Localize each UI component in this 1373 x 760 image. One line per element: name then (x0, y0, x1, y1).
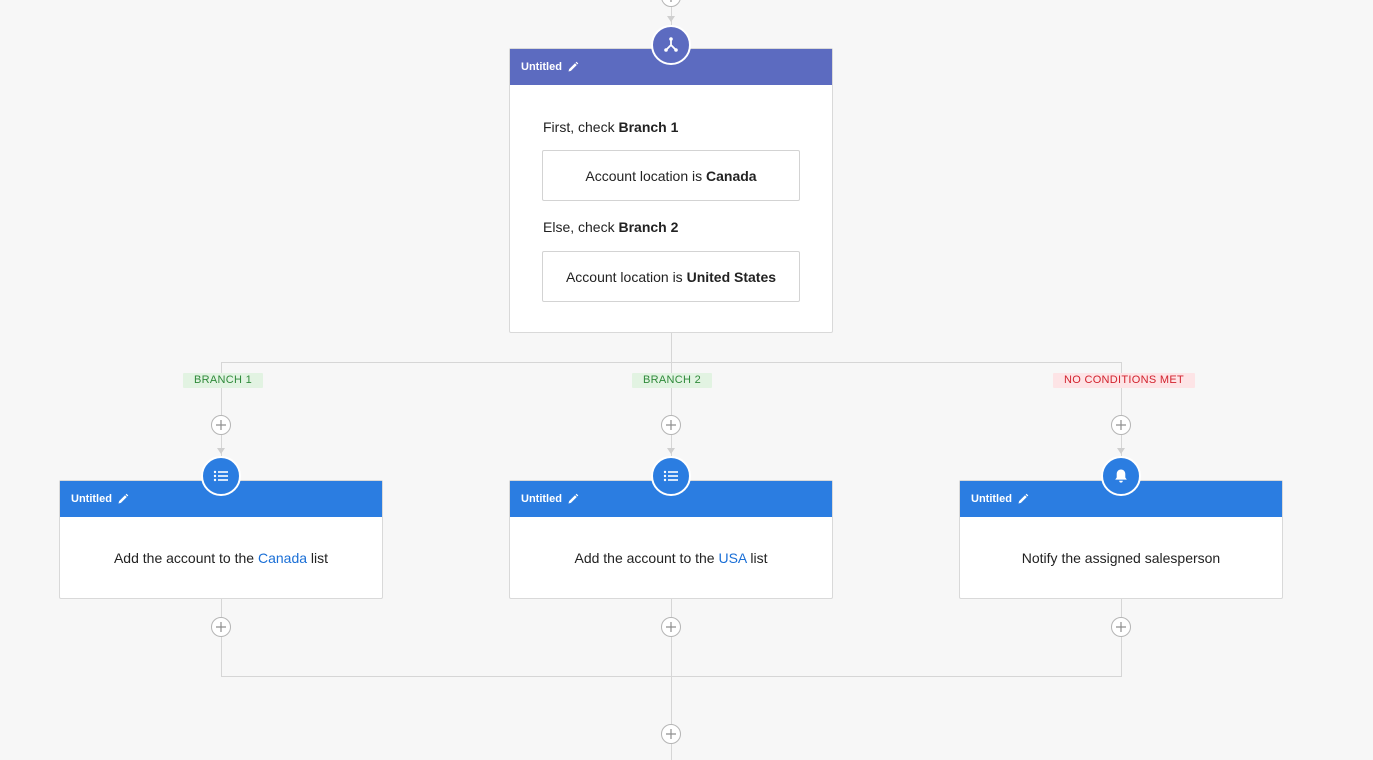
pencil-icon[interactable] (567, 61, 579, 73)
branch2-tag: BRANCH 2 (632, 373, 713, 388)
split-step-header[interactable]: Untitled (510, 49, 832, 85)
plus-icon (1116, 622, 1126, 632)
add-step-button-fallback[interactable] (1111, 415, 1131, 435)
plus-icon (1116, 420, 1126, 430)
connector-branch1 (221, 362, 222, 460)
bell-icon (1101, 456, 1141, 496)
connector-fallback (1121, 362, 1122, 460)
add-step-button-top[interactable] (661, 0, 681, 7)
connector-fallback-out (1121, 599, 1122, 676)
branch1-name: Branch 1 (618, 119, 679, 135)
arrow-icon (667, 448, 675, 454)
pencil-icon[interactable] (567, 493, 579, 505)
connector-branch2-out (671, 599, 672, 760)
plus-icon (666, 420, 676, 430)
arrow-icon (217, 448, 225, 454)
usa-list-link[interactable]: USA (718, 550, 747, 566)
notify-salesperson-step[interactable]: Untitled Notify the assigned salesperson (959, 480, 1283, 599)
step-header[interactable]: Untitled (960, 481, 1282, 517)
split-step-card[interactable]: Untitled First, check Branch 1 Account l… (509, 48, 833, 333)
fallback-tag: NO CONDITIONS MET (1053, 373, 1195, 388)
plus-icon (216, 622, 226, 632)
branch1-tag: BRANCH 1 (183, 373, 264, 388)
list-icon (651, 456, 691, 496)
arrow-icon (667, 16, 675, 22)
add-step-button-branch2[interactable] (661, 415, 681, 435)
connector-merge-row (221, 676, 1122, 677)
add-step-button-branch2-after[interactable] (661, 617, 681, 637)
connector-top (671, 0, 672, 28)
step-description: Add the account to the Canada list (113, 550, 329, 566)
step-header[interactable]: Untitled (510, 481, 832, 517)
pencil-icon[interactable] (1017, 493, 1029, 505)
branch1-condition[interactable]: Account location is Canada (542, 150, 800, 201)
split-step-title[interactable]: Untitled (521, 61, 562, 73)
connector-split-out (671, 333, 672, 363)
branch2-description: Else, check Branch 2 (543, 219, 679, 235)
plus-icon (216, 420, 226, 430)
pencil-icon[interactable] (117, 493, 129, 505)
step-title[interactable]: Untitled (71, 493, 112, 505)
split-icon (651, 25, 691, 65)
plus-icon (666, 729, 676, 739)
add-step-button-branch1[interactable] (211, 415, 231, 435)
arrow-icon (1117, 448, 1125, 454)
step-title[interactable]: Untitled (521, 493, 562, 505)
step-title[interactable]: Untitled (971, 493, 1012, 505)
step-description: Add the account to the USA list (574, 550, 768, 566)
step-description: Notify the assigned salesperson (1021, 550, 1221, 566)
add-step-button-fallback-after[interactable] (1111, 617, 1131, 637)
canada-list-link[interactable]: Canada (257, 550, 308, 566)
branch1-description: First, check Branch 1 (543, 119, 679, 135)
list-icon (201, 456, 241, 496)
connector-branch1-out (221, 599, 222, 676)
branch2-condition-value: United States (686, 268, 777, 285)
add-to-canada-list-step[interactable]: Untitled Add the account to the Canada l… (59, 480, 383, 599)
plus-icon (670, 0, 672, 2)
add-step-button-merge[interactable] (661, 724, 681, 744)
branch2-name: Branch 2 (618, 219, 679, 235)
add-to-usa-list-step[interactable]: Untitled Add the account to the USA list (509, 480, 833, 599)
connector-branch2 (671, 362, 672, 460)
branch2-condition[interactable]: Account location is United States (542, 251, 800, 302)
plus-icon (666, 622, 676, 632)
branch1-condition-value: Canada (706, 167, 757, 184)
add-step-button-branch1-after[interactable] (211, 617, 231, 637)
